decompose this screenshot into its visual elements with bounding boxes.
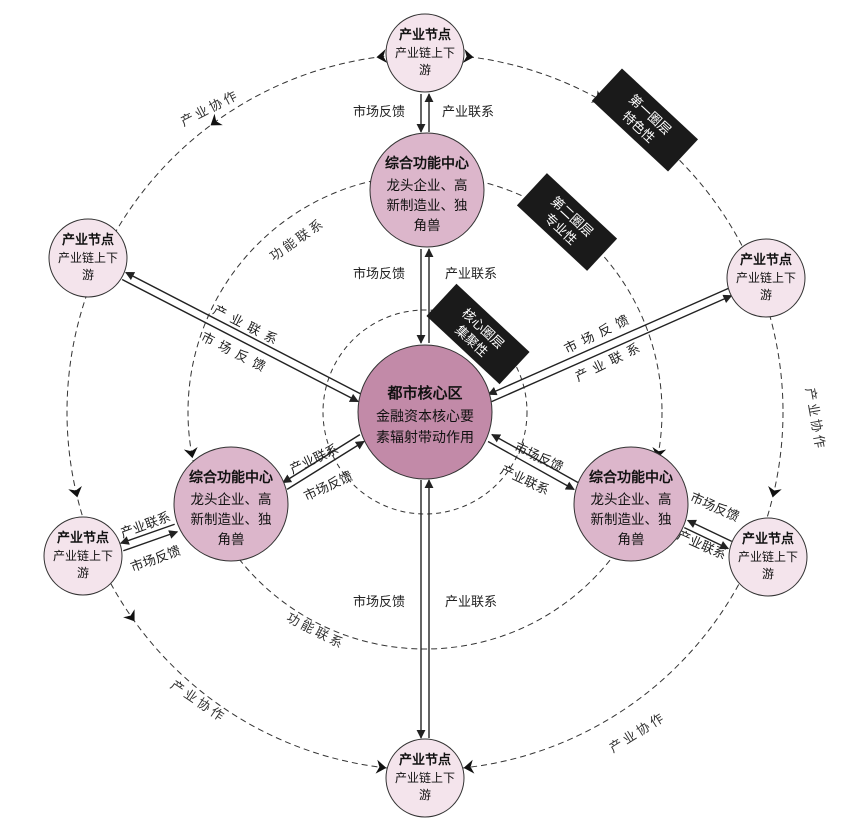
industry-node-lower-right: 产业节点 产业链上下 游: [728, 517, 808, 597]
industry-node-lower-right-line1: 产业链上下: [738, 549, 798, 564]
label-top-feedback: 市场反馈: [353, 104, 405, 120]
core-line1: 金融资本核心要: [376, 409, 474, 425]
middle-ring-chevron-5: [183, 447, 198, 459]
arrow-core-left-center-forward: [282, 434, 361, 484]
industry-node-bottom-title: 产业节点: [399, 752, 451, 768]
industry-node-bottom-circle: [385, 738, 465, 818]
industry-node-upper-right-line2: 游: [760, 288, 772, 302]
core-circle: [357, 344, 493, 480]
industry-node-upper-left: 产业节点 产业链上下 游: [48, 218, 128, 298]
outer-ring-chevron-3: [210, 113, 223, 126]
function-center-top-title: 综合功能中心: [385, 155, 469, 172]
label-top-link: 产业联系: [442, 105, 494, 120]
label-rc-link: 产业联系: [498, 463, 551, 499]
industry-node-bottom: 产业节点 产业链上下 游: [385, 738, 465, 818]
industry-node-top-line2: 游: [419, 63, 431, 77]
industry-node-lower-left: 产业节点 产业链上下 游: [43, 516, 123, 596]
arrow-left-center-left-node-backward: [123, 530, 179, 552]
industry-node-bottom-line2: 游: [419, 788, 431, 802]
label-rn-link: 产业联系: [675, 528, 729, 563]
function-center-right-title: 综合功能中心: [589, 469, 673, 486]
industry-node-lower-left-line1: 产业链上下: [53, 548, 113, 563]
industry-node-upper-left-line1: 产业链上下: [58, 250, 118, 265]
function-center-right-line1: 龙头企业、高: [591, 491, 672, 508]
label-cooperation-bottom-left: 产业协作: [167, 678, 228, 726]
label-cooperation-bottom-right: 产业协作: [607, 710, 669, 757]
industry-node-top-circle: [385, 13, 465, 93]
industry-node-upper-right-title: 产业节点: [740, 252, 792, 268]
function-center-top: 综合功能中心 龙头企业、高 新制造业、独 角兽: [369, 132, 485, 248]
outer-ring-chevron-9: [68, 486, 82, 498]
industry-node-top-title: 产业节点: [399, 27, 451, 43]
banner-first-circle: 第一圈层 特色性: [591, 68, 699, 172]
arrow-upper-right-node-core-backward: [491, 294, 733, 403]
industry-node-lower-left-title: 产业节点: [57, 530, 109, 546]
label-rn-feedback: 市场反馈: [688, 489, 742, 525]
outer-ring-chevron-7: [123, 609, 135, 622]
function-center-right-line3: 角兽: [618, 532, 645, 548]
core-ring: [322, 309, 528, 515]
label-mid-feedback: 市场反馈: [353, 266, 405, 282]
arrow-upper-right-node-core-forward: [487, 287, 729, 396]
label-bottom-feedback: 市场反馈: [353, 594, 405, 610]
industry-node-upper-right-circle: [726, 238, 806, 318]
arrow-upper-left-node-core-backward: [125, 271, 363, 396]
industry-node-lower-left-line2: 游: [77, 566, 89, 580]
label-function-link-upper: 功能联系: [267, 216, 328, 265]
label-bottom-link: 产业联系: [445, 595, 497, 610]
industry-node-top-line1: 产业链上下: [395, 45, 455, 60]
outer-ring-chevron-0: [462, 49, 474, 64]
function-center-left-circle: [173, 446, 289, 562]
function-center-left-line3: 角兽: [218, 532, 245, 548]
industry-node-lower-right-title: 产业节点: [742, 531, 794, 547]
outer-ring-chevron-1: [376, 49, 388, 64]
middle-ring-chevron-2: [652, 447, 667, 459]
arrow-core-right-center-backward: [491, 433, 579, 484]
function-center-left: 综合功能中心 龙头企业、高 新制造业、独 角兽: [173, 446, 289, 562]
core-line2: 素辐射带动作用: [376, 430, 474, 446]
arrow-core-right-center-forward: [487, 440, 575, 491]
middle-ring: [187, 174, 663, 650]
label-function-link-lower: 功能联系: [284, 611, 348, 653]
function-center-left-line2: 新制造业、独: [191, 512, 272, 528]
label-mid-link: 产业联系: [445, 267, 497, 282]
outer-ring-chevron-6: [768, 486, 782, 498]
industry-node-upper-left-circle: [48, 218, 128, 298]
industry-node-lower-right-line2: 游: [762, 567, 774, 581]
arrow-core-left-center-backward: [286, 440, 365, 490]
arrow-upper-left-node-core-forward: [121, 278, 359, 403]
industry-node-lower-left-circle: [43, 516, 123, 596]
industry-node-bottom-line1: 产业链上下: [395, 770, 455, 785]
function-center-right-circle: [573, 446, 689, 562]
arrow-left-center-left-node-forward: [119, 523, 175, 545]
arrow-right-center-right-node-forward: [683, 526, 730, 550]
industry-node-lower-right-circle: [728, 517, 808, 597]
function-center-left-line1: 龙头企业、高: [191, 491, 272, 508]
function-center-top-line3: 角兽: [414, 218, 441, 234]
label-ln-feedback: 市场反馈: [128, 543, 182, 576]
core-zone: 都市核心区 金融资本核心要 素辐射带动作用: [357, 344, 493, 480]
label-lc-feedback: 市场反馈: [301, 468, 355, 504]
industry-node-upper-right: 产业节点 产业链上下 游: [726, 238, 806, 318]
function-center-left-title: 综合功能中心: [189, 469, 273, 486]
banner-second-circle: 第二圈层 专业性: [516, 173, 618, 271]
outer-ring-chevron-11: [375, 759, 387, 774]
industry-node-upper-left-title: 产业节点: [62, 232, 114, 248]
outer-ring-chevron-10: [463, 759, 475, 774]
function-center-right-line2: 新制造业、独: [591, 512, 672, 528]
industry-node-upper-left-line2: 游: [82, 268, 94, 282]
function-center-top-line1: 龙头企业、高: [387, 177, 468, 194]
label-cooperation-top-left: 产业协作: [178, 88, 242, 130]
function-center-top-line2: 新制造业、独: [387, 198, 468, 214]
industry-node-top: 产业节点 产业链上下 游: [385, 13, 465, 93]
arrow-right-center-right-node-backward: [686, 519, 733, 543]
label-cooperation-right: 产业协作: [802, 387, 828, 453]
circle-banners: 核心圈层 集聚性 第二圈层 专业性 第一圈层 特色性: [426, 68, 699, 385]
connection-arrows: [119, 93, 733, 739]
industry-node-upper-right-line1: 产业链上下: [736, 270, 796, 285]
core-title: 都市核心区: [386, 384, 462, 402]
function-center-top-circle: [369, 132, 485, 248]
function-center-right: 综合功能中心 龙头企业、高 新制造业、独 角兽: [573, 446, 689, 562]
